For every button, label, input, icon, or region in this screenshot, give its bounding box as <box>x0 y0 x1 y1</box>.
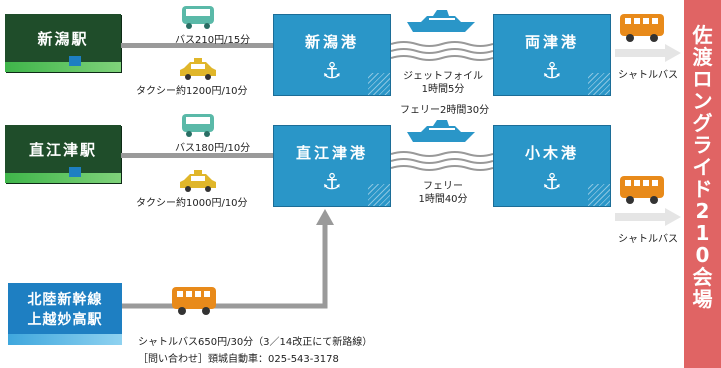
station-niigata: 新潟駅 <box>5 14 121 72</box>
banner-char: 会 <box>692 265 713 289</box>
contact-label: ［問い合わせ］頸城自動車：025-543-3178 <box>138 354 339 365</box>
jetfoil-label: ジェットフォイル 1時間5分 <box>396 70 490 96</box>
taxi-icon <box>180 58 216 80</box>
jetfoil-time: 1時間5分 <box>421 84 465 95</box>
bus-icon <box>182 6 214 29</box>
banner-char: 0 <box>695 243 710 267</box>
banner-char: 1 <box>695 221 710 245</box>
port-name: 新潟港 <box>304 33 359 51</box>
ferry-name: フェリー <box>423 181 463 192</box>
ship-icon <box>407 10 475 32</box>
taxi-fare-label: タクシー約1200円/10分 <box>136 86 248 97</box>
anchor-icon: ⚓ <box>542 59 562 84</box>
shuttle-arrow <box>615 208 681 226</box>
port-name: 両津港 <box>524 33 579 51</box>
road-line <box>121 43 273 48</box>
ferry-label: フェリー2時間30分 <box>400 105 490 116</box>
anchor-icon: ⚓ <box>322 59 342 84</box>
banner-char: ラ <box>692 133 713 157</box>
shuttle-fare-label: シャトルバス650円/30分（3／14改正にて新路線） <box>138 337 373 348</box>
ferry-label: フェリー 1時間40分 <box>396 180 490 206</box>
banner-char: ロ <box>692 67 713 91</box>
port-ogi: 小木港 ⚓ <box>493 125 611 207</box>
taxi-fare-label: タクシー約1000円/10分 <box>136 198 248 209</box>
banner-char: ド <box>692 177 713 201</box>
port-name: 小木港 <box>524 144 579 162</box>
banner-char: イ <box>692 155 713 179</box>
banner-char: 佐 <box>692 23 713 47</box>
shuttle-arrow <box>615 44 681 62</box>
shuttle-bus-icon <box>172 287 216 315</box>
shuttle-bus-icon <box>620 14 664 42</box>
anchor-icon: ⚓ <box>542 170 562 195</box>
anchor-icon: ⚓ <box>322 170 342 195</box>
event-venue-banner: 佐 渡 ロ ン グ ラ イ ド 2 1 0 会 場 <box>684 0 721 368</box>
taxi-icon <box>180 170 216 192</box>
banner-char: 2 <box>695 199 710 223</box>
route-connector <box>120 209 334 309</box>
banner-char: 渡 <box>692 45 713 69</box>
shuttle-label: シャトルバス <box>618 70 678 81</box>
station-name: 直江津駅 <box>28 140 97 159</box>
port-name: 直江津港 <box>295 144 368 162</box>
ferry-time: 1時間40分 <box>418 194 468 205</box>
bus-fare-label: バス180円/10分 <box>175 143 251 154</box>
jetfoil-name: ジェットフォイル <box>403 71 483 82</box>
shuttle-label: シャトルバス <box>618 234 678 245</box>
banner-char: ン <box>692 89 713 113</box>
station-name: 上越妙高駅 <box>27 312 103 328</box>
banner-char: グ <box>692 111 713 135</box>
station-naoetsu: 直江津駅 <box>5 125 121 183</box>
bus-icon <box>182 114 214 137</box>
station-name: 新潟駅 <box>37 29 89 48</box>
station-joetsumyoko: 北陸新幹線 上越妙高駅 <box>8 283 122 345</box>
ship-icon <box>407 120 475 142</box>
bus-fare-label: バス210円/15分 <box>175 35 251 46</box>
sea-waves <box>391 41 493 61</box>
road-line <box>121 153 273 158</box>
shuttle-bus-icon <box>620 176 664 204</box>
sea-waves <box>391 151 493 171</box>
port-naoetsu: 直江津港 ⚓ <box>273 125 391 207</box>
port-ryotsu: 両津港 ⚓ <box>493 14 611 96</box>
station-line-name: 北陸新幹線 <box>27 292 103 308</box>
banner-char: 場 <box>692 287 713 311</box>
port-niigata: 新潟港 ⚓ <box>273 14 391 96</box>
